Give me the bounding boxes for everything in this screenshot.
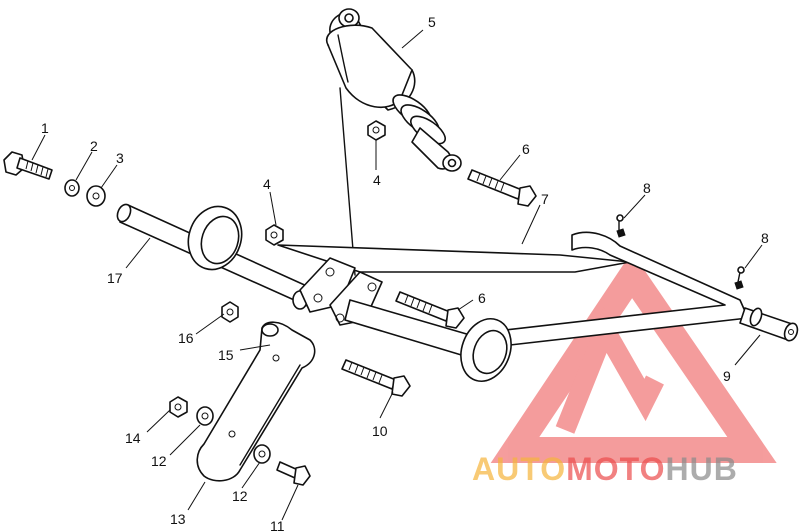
washer-12-lower: [253, 444, 271, 464]
callout-10: 10: [372, 423, 388, 439]
nut-upper: [367, 120, 386, 141]
callout-15: 15: [218, 347, 234, 363]
nut-lower: [265, 224, 284, 246]
shock-absorber: [325, 8, 462, 276]
callout-4-upper: 4: [373, 172, 381, 188]
grease-fitting-8b: [734, 266, 745, 290]
washer-12-upper-hole: [201, 412, 209, 420]
callout-2: 2: [90, 138, 98, 154]
callout-8-left: 8: [643, 180, 651, 196]
bolt-11: [276, 461, 311, 486]
callout-16: 16: [178, 330, 194, 346]
svg-text:AUTOMOTOHUB: AUTOMOTOHUB: [472, 451, 738, 487]
washer-12-lower-hole: [258, 450, 266, 458]
callout-3: 3: [116, 150, 124, 166]
bolt-1: [3, 151, 53, 180]
callout-4-lower: 4: [263, 176, 271, 192]
callout-12-right: 12: [232, 488, 248, 504]
watermark-auto: AUTO: [472, 451, 566, 487]
callout-13: 13: [170, 511, 186, 527]
callout-6-middle: 6: [478, 290, 486, 306]
nut-16: [221, 301, 239, 323]
callout-9: 9: [723, 368, 731, 384]
washer-2: [64, 179, 80, 197]
callout-5: 5: [428, 14, 436, 30]
washer-3-hole: [92, 192, 100, 200]
callout-14: 14: [125, 430, 141, 446]
washer-2-hole: [69, 185, 75, 191]
callout-labels: 1 2 3 4 5 6 4 7 8 8 6 9 17 16 15 10 14 1…: [41, 14, 769, 532]
callout-12-left: 12: [151, 453, 167, 469]
washer-3: [86, 185, 106, 207]
callout-7: 7: [541, 191, 549, 207]
callout-6-upper: 6: [522, 141, 530, 157]
link-arm-13: [196, 321, 316, 482]
grease-fitting-8a: [616, 214, 626, 238]
callout-11: 11: [270, 518, 285, 532]
bolt-10: [341, 359, 411, 397]
watermark-moto: MOTO: [566, 451, 665, 487]
watermark-text: AUTOMOTOHUB: [472, 451, 738, 487]
bolt-6-upper: [467, 169, 537, 207]
leader-lines: [31, 29, 763, 521]
mount-plates: [299, 257, 512, 382]
front-shaft: [116, 203, 321, 310]
bolt-6-middle: [395, 291, 465, 329]
rear-shaft-9: [739, 307, 799, 342]
callout-17: 17: [107, 270, 123, 286]
watermark-hub: HUB: [665, 451, 737, 487]
nut-14: [169, 396, 188, 418]
callout-8-right: 8: [761, 230, 769, 246]
washer-12-upper: [196, 406, 214, 426]
callout-1: 1: [41, 120, 49, 136]
watermark-logo: [490, 251, 777, 463]
